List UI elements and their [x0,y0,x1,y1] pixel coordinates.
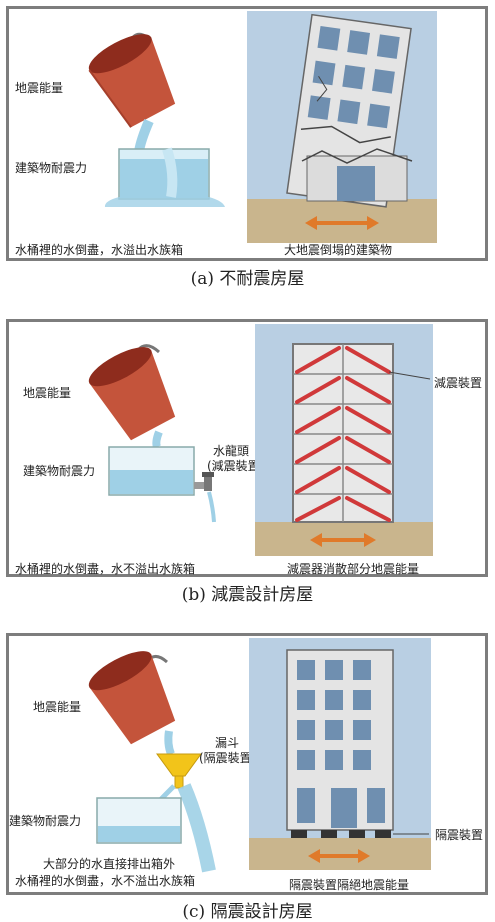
label-isolator: 隔震裝置 [435,828,484,842]
label-drain: 大部分的水直接排出箱外 [43,857,176,871]
caption-b: (b) 減震設計房屋 [181,585,314,605]
bucket-a [88,34,176,128]
footer-right-a: 大地震倒塌的建築物 [284,243,393,257]
damper-braces [295,346,391,522]
panel-c: 地震能量 漏斗 (隔震裝置) 建築物耐震力 大部分的水直接排出箱外 水桶裡的水倒… [6,633,488,895]
label-earthquake-energy-b: 地震能量 [23,386,72,400]
ground-motion-arrow-c [308,849,370,863]
ground-motion-arrow-b [310,533,376,547]
tank-c [96,797,182,844]
ground-motion-arrow-a [305,216,379,230]
footer-right-c: 隔震裝置隔絕地震能量 [289,878,410,892]
tank-b [108,446,195,496]
faucet-icon [194,472,214,491]
caption-c: (c) 隔震設計房屋 [182,902,313,922]
building-scene-c [249,638,431,870]
funnel-icon [156,753,202,789]
building-scene-a [247,11,437,243]
bucket-c [88,651,176,745]
label-earthquake-energy-c: 地震能量 [33,700,82,714]
footer-left-b: 水桶裡的水倒盡，水不溢出水族箱 [15,562,196,576]
isolator-pads [291,830,391,838]
footer-left-c: 水桶裡的水倒盡，水不溢出水族箱 [15,874,196,888]
label-earthquake-energy-a: 地震能量 [15,81,64,95]
footer-left-a: 水桶裡的水倒盡，水溢出水族箱 [15,243,184,257]
building-scene-b [255,324,433,556]
label-building-resistance-b: 建築物耐震力 [23,464,96,478]
bucket-tank-scene-a [9,9,244,249]
isolated-building [286,649,394,831]
label-building-resistance-c: 建築物耐震力 [9,814,82,828]
label-funnel-device: (隔震裝置) [199,751,257,765]
bucket-tank-scene-b [9,322,249,562]
label-building-resistance-a: 建築物耐震力 [15,161,88,175]
panel-b: 地震能量 建築物耐震力 水龍頭 (減震裝置) [6,319,488,577]
label-faucet-device: (減震裝置) [207,459,265,473]
panel-a: 地震能量 建築物耐震力 [6,6,488,261]
tank-a [104,147,225,207]
bucket-funnel-scene-c [9,636,249,881]
footer-right-b: 減震器消散部分地震能量 [287,562,420,576]
label-funnel: 漏斗 [215,736,240,750]
label-faucet: 水龍頭 [213,444,250,458]
bucket-b [88,347,176,441]
label-damper: 減震裝置 [434,376,483,390]
caption-a: (a) 不耐震房屋 [190,269,305,289]
